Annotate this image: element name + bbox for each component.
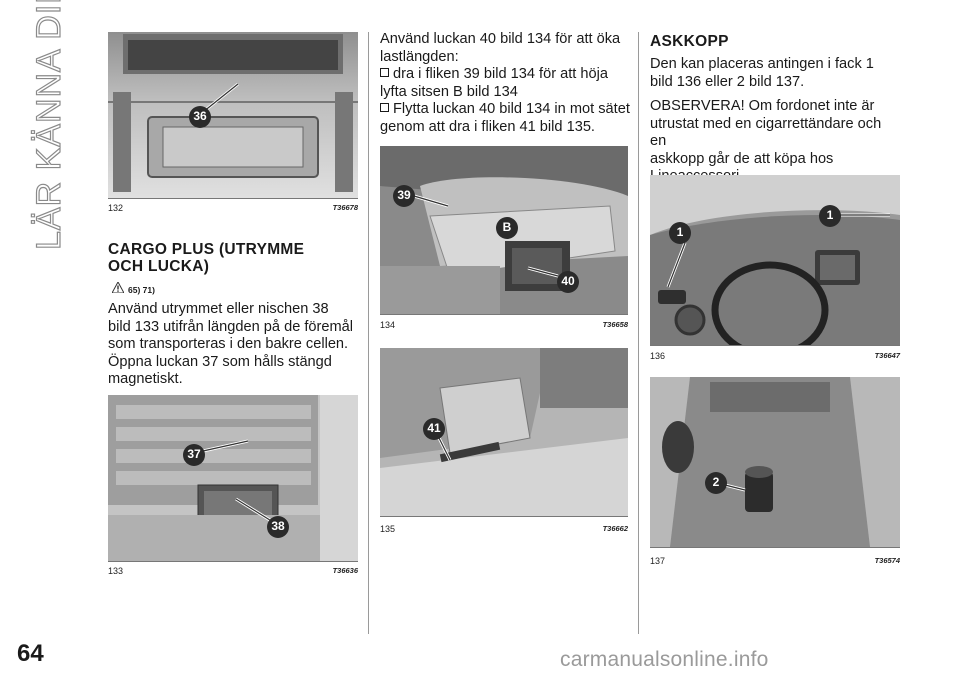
figure-134-image: 39 B 40 bbox=[380, 146, 628, 315]
cargo-line-4: Öppna luckan 37 som hålls stängd bbox=[108, 353, 332, 370]
askkopp-para1-line2: bild 136 eller 2 bild 137. bbox=[650, 73, 805, 90]
chapter-side-title: LÄR KÄNNA DIN BIL bbox=[29, 0, 68, 251]
col2-line-1: Använd luckan 40 bild 134 för att öka bbox=[380, 31, 621, 47]
cargo-line-3: som transporteras i den bakre cellen. bbox=[108, 336, 349, 352]
figure-135-number: 135 bbox=[380, 524, 396, 534]
figure-132-caption: 132 T36678 bbox=[108, 203, 358, 213]
col2-bullet-2: Flytta luckan 40 bild 134 in mot sätet bbox=[380, 101, 635, 119]
figure-136-callout-1b: 1 bbox=[826, 208, 834, 222]
figure-133-caption: 133 T36636 bbox=[108, 566, 358, 576]
askkopp-para2-line3: askkopp går de att köpa hos bbox=[650, 150, 834, 167]
watermark-link[interactable]: carmanualsonline.info bbox=[560, 648, 769, 671]
figure-136-callout-1a: 1 bbox=[676, 225, 684, 239]
figure-134-caption: 134 T36658 bbox=[380, 320, 628, 330]
askkopp-para1-line1: Den kan placeras antingen i fack 1 bbox=[650, 56, 874, 72]
col2-line-2: lastlängden: bbox=[380, 48, 459, 65]
figure-135-image: 41 bbox=[380, 348, 628, 517]
column2-text: Använd luckan 40 bild 134 för att öka la… bbox=[380, 31, 635, 136]
page-number: 64 bbox=[17, 640, 44, 667]
figure-137-number: 137 bbox=[650, 556, 666, 566]
cargo-plus-heading-line1: CARGO PLUS (UTRYMME bbox=[108, 241, 305, 258]
askkopp-para2-line1: OBSERVERA! Om fordonet inte är bbox=[650, 98, 875, 114]
figure-133-callout-37: 37 bbox=[187, 447, 201, 461]
figure-132-number: 132 bbox=[108, 203, 124, 213]
cargo-plus-heading-line2: OCH LUCKA) bbox=[108, 258, 210, 275]
figure-135-callout-41: 41 bbox=[427, 421, 441, 435]
figure-134-callout-b: B bbox=[502, 220, 512, 234]
figure-132-code: T36678 bbox=[332, 203, 358, 212]
figure-135-code: T36662 bbox=[602, 524, 628, 533]
cargo-plus-text: Använd utrymmet eller nischen 38 bild 13… bbox=[108, 301, 363, 389]
figure-137-image: 2 bbox=[650, 377, 900, 548]
figure-133-callout-38: 38 bbox=[271, 519, 285, 533]
checkbox-bullet-icon bbox=[380, 103, 389, 112]
col2-bullet-2-cont: genom att dra i fliken 41 bild 135. bbox=[380, 118, 595, 135]
figure-134-callout-39: 39 bbox=[397, 188, 411, 202]
figure-135-caption: 135 T36662 bbox=[380, 524, 628, 534]
figure-132-callout-36: 36 bbox=[193, 109, 207, 123]
col2-bullet-1-cont: lyfta sitsen B bild 134 bbox=[380, 83, 518, 100]
figure-137-callout-2: 2 bbox=[712, 475, 720, 489]
cargo-line-1: Använd utrymmet eller nischen 38 bbox=[108, 301, 329, 317]
figure-133-code: T36636 bbox=[332, 566, 358, 575]
checkbox-bullet-icon bbox=[380, 68, 389, 77]
paragraph-spacer bbox=[650, 91, 900, 98]
cargo-plus-heading: CARGO PLUS (UTRYMME OCH LUCKA) bbox=[108, 241, 363, 275]
cargo-line-5: magnetiskt. bbox=[108, 371, 183, 387]
figure-134-code: T36658 bbox=[602, 320, 628, 329]
col2-bullet-1: dra i fliken 39 bild 134 för att höja bbox=[380, 66, 635, 84]
warning-icon bbox=[112, 282, 124, 293]
column-divider-2 bbox=[638, 32, 639, 634]
figure-137-caption: 137 T36574 bbox=[650, 556, 900, 566]
cargo-plus-refs: 65) 71) bbox=[128, 285, 155, 295]
askkopp-para2-line2: utrustat med en cigarrettändare och en bbox=[650, 115, 882, 150]
cargo-line-2: bild 133 utifrån längden på de föremål bbox=[108, 318, 354, 335]
figure-136-number: 136 bbox=[650, 351, 666, 361]
column-divider-1 bbox=[368, 32, 369, 634]
figure-133-number: 133 bbox=[108, 566, 124, 576]
figure-134-number: 134 bbox=[380, 320, 396, 330]
figure-136-image: 1 1 bbox=[650, 175, 900, 346]
figure-133-image: 37 38 bbox=[108, 395, 358, 562]
figure-132-image: 36 bbox=[108, 32, 358, 199]
figure-137-code: T36574 bbox=[874, 556, 900, 565]
askkopp-text: Den kan placeras antingen i fack 1 bild … bbox=[650, 56, 900, 186]
figure-136-code: T36647 bbox=[874, 351, 900, 360]
figure-136-caption: 136 T36647 bbox=[650, 351, 900, 361]
figure-134-callout-40: 40 bbox=[561, 274, 575, 288]
askkopp-heading: ASKKOPP bbox=[650, 33, 729, 50]
